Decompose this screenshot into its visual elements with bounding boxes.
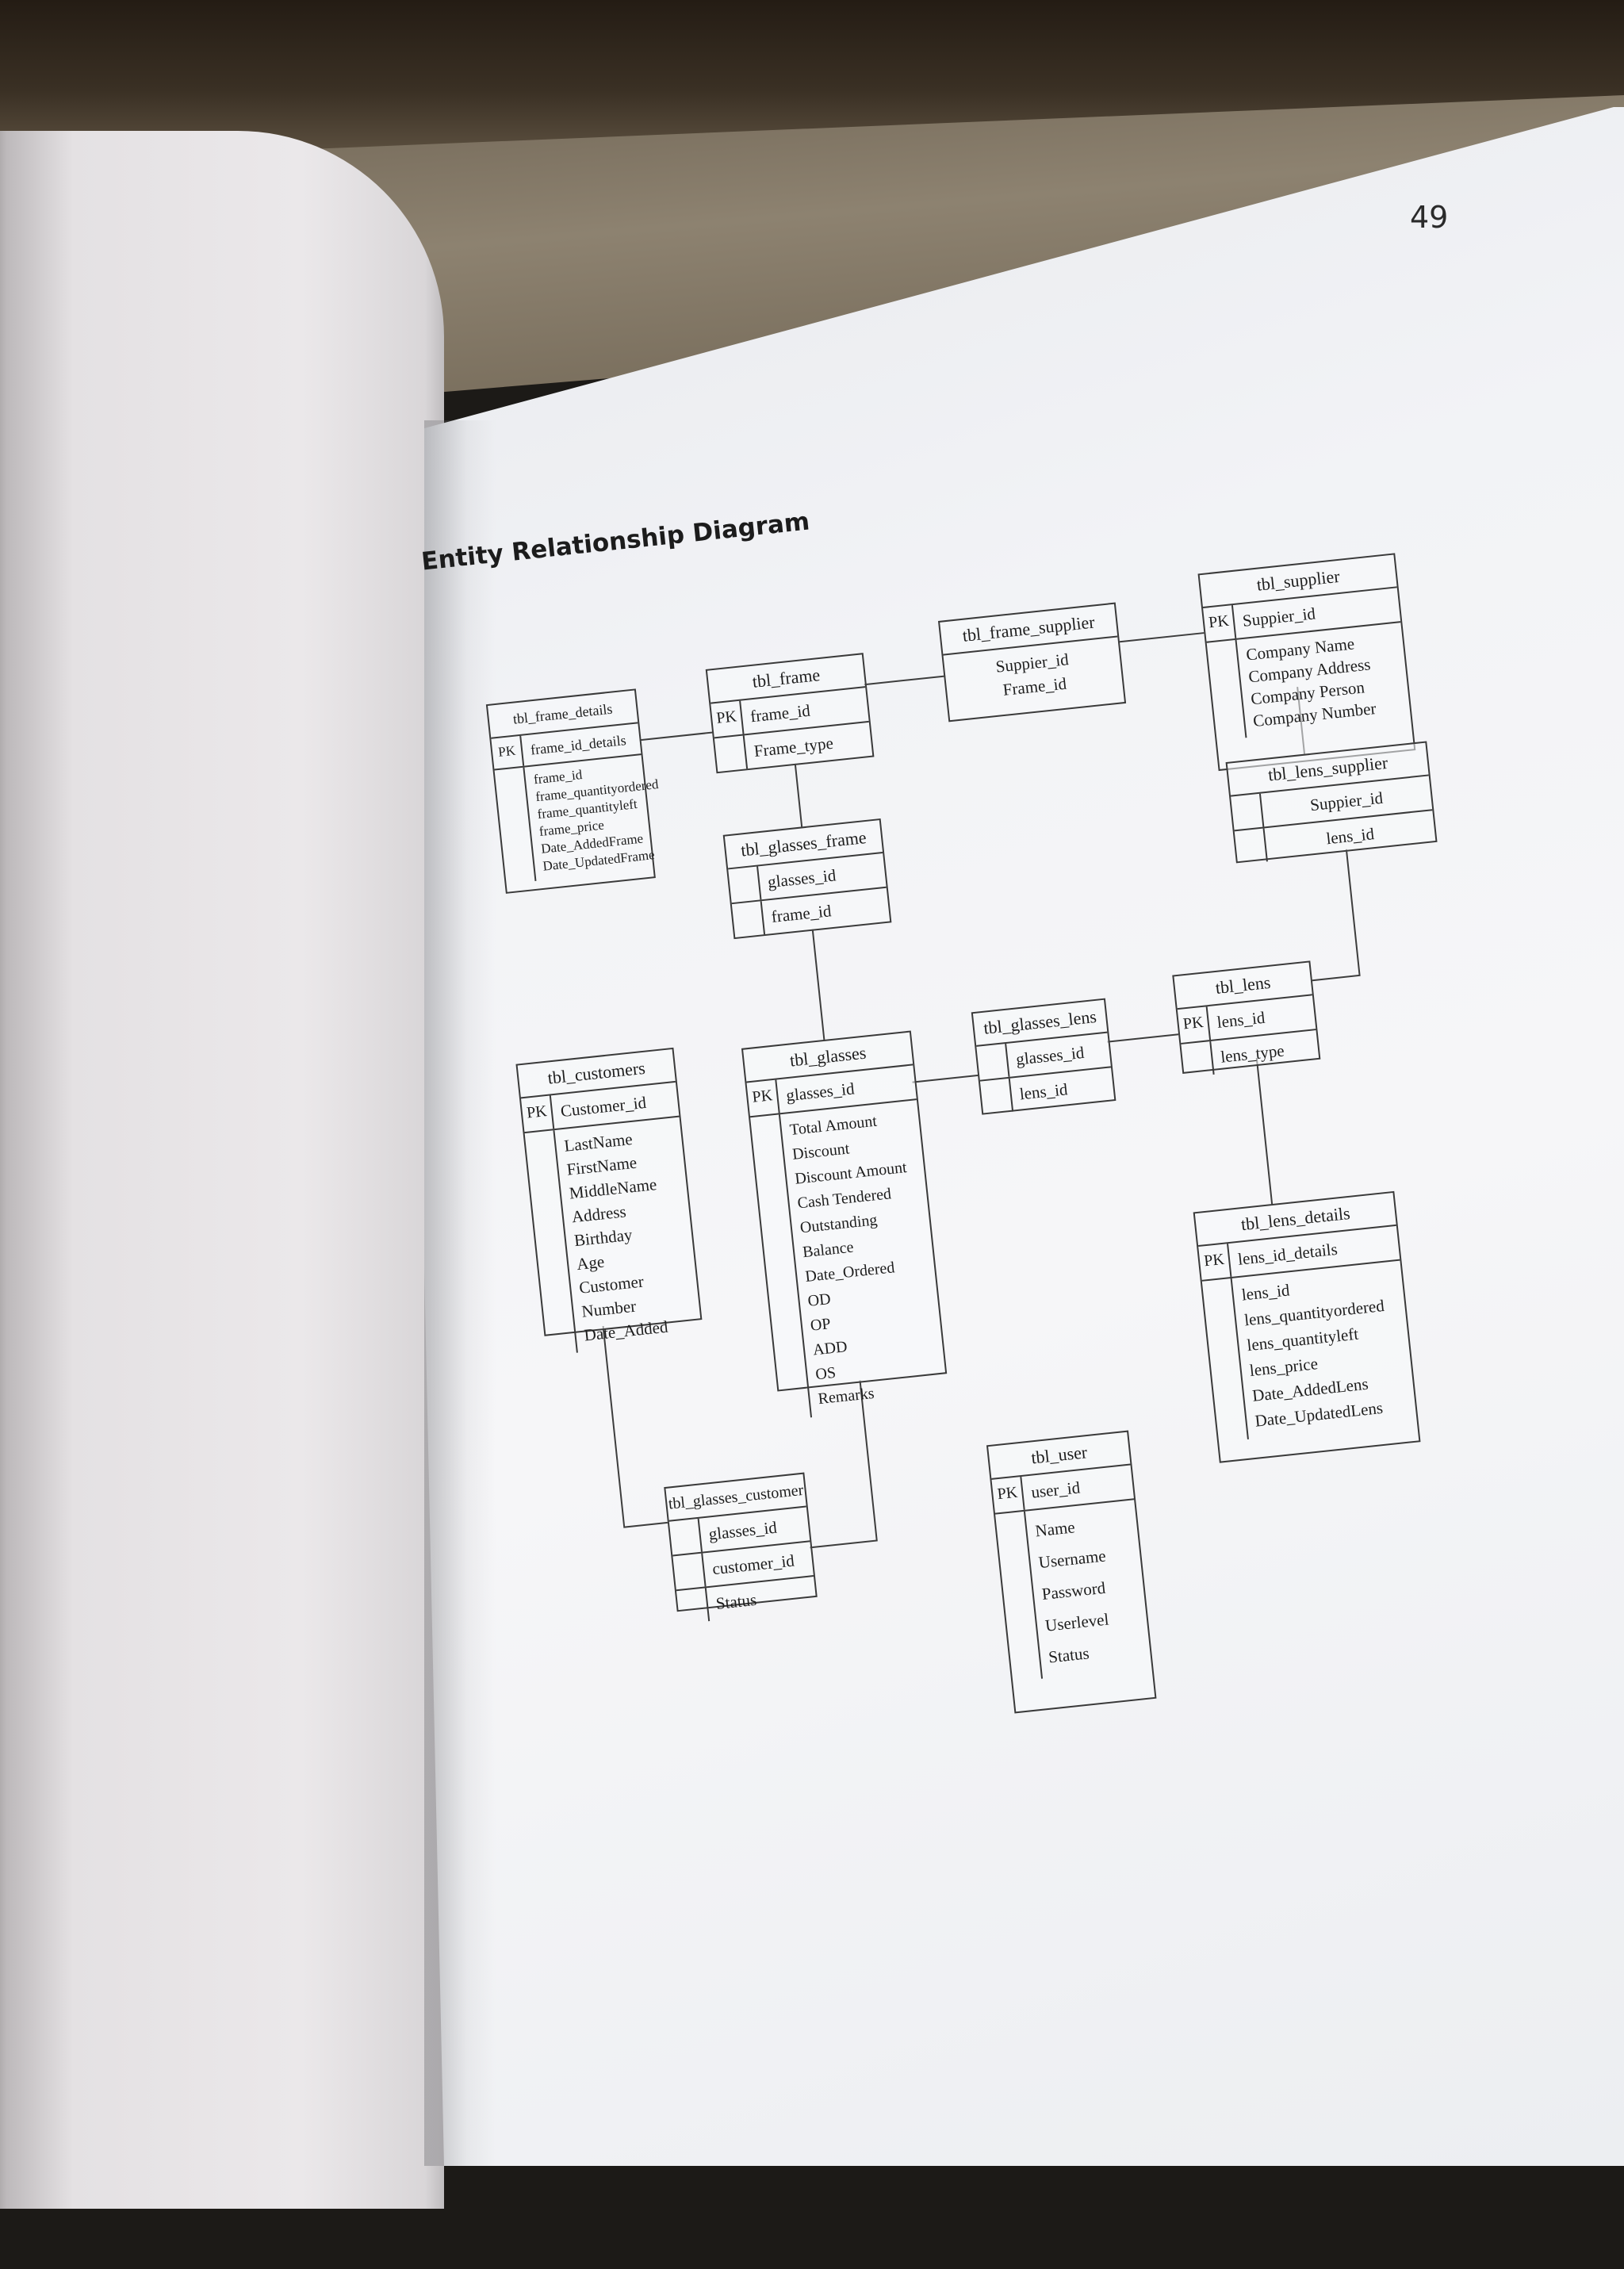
entity-user: tbl_user PK user_id Name Username Passwo…: [986, 1430, 1157, 1714]
entity-frame-supplier: tbl_frame_supplier Suppier_id Frame_id: [937, 602, 1127, 722]
pk-label: PK: [1203, 605, 1237, 642]
pk-label: PK: [491, 735, 525, 769]
entity-lens-details: tbl_lens_details PK lens_id_details lens…: [1193, 1190, 1421, 1463]
pk-label: PK: [1198, 1244, 1232, 1280]
pk-label: PK: [710, 700, 745, 738]
field-list: Name Username Password Userlevel Status: [1025, 1500, 1151, 1678]
page-number: 49: [1410, 200, 1449, 235]
entity-frame-details: tbl_frame_details PK frame_id_details fr…: [485, 688, 659, 894]
entity-lens: tbl_lens PK lens_id lens_type: [1172, 960, 1321, 1078]
rel-frame-frame-supplier: [864, 675, 946, 686]
entity-glasses: tbl_glasses PK glasses_id Total Amount D…: [741, 1030, 948, 1421]
entity-glasses-lens: tbl_glasses_lens glasses_id lens_id: [971, 998, 1116, 1115]
rel-frame-glasses-frame: [794, 763, 803, 829]
field-list: LastName FirstName MiddleName Address Bi…: [554, 1117, 703, 1353]
entity-glasses-customer: tbl_glasses_customer glasses_id customer…: [664, 1472, 818, 1625]
entity-frame: tbl_frame PK frame_id Frame_type: [705, 653, 875, 774]
rel-glasses-frame-glasses: [811, 929, 825, 1042]
pk-label: PK: [521, 1095, 555, 1133]
gutter-shadow: [424, 420, 496, 2166]
field-list: frame_id frame_quantityordered frame_qua…: [524, 753, 675, 881]
rel-glasses-glasses-customer: [810, 1380, 878, 1549]
field-list: Company Name Company Address Company Per…: [1237, 623, 1411, 738]
rel-lens-lens-details: [1255, 1057, 1274, 1205]
entity-supplier: tbl_supplier PK Suppier_id Company Name …: [1197, 553, 1416, 772]
entity-lens-supplier: tbl_lens_supplier Suppier_id lens_id: [1225, 741, 1438, 865]
entity-customers: tbl_customers PK Customer_id LastName Fi…: [515, 1047, 703, 1356]
pk-label: PK: [1177, 1006, 1212, 1043]
entity-glasses-frame: tbl_glasses_frame glasses_id frame_id: [722, 818, 892, 940]
rel-customers-glasses-customer: [602, 1325, 668, 1528]
pk-label: PK: [991, 1476, 1025, 1513]
rel-glasses-glasses-lens: [912, 1074, 980, 1083]
pk-label: PK: [746, 1079, 780, 1117]
rel-glasses-lens-lens: [1107, 1033, 1179, 1043]
rel-frame-details-frame: [639, 731, 714, 742]
rel-lens-supplier-lens: [1312, 849, 1361, 982]
left-page: [0, 131, 444, 2209]
field-list: lens_id lens_quantityordered lens_quanti…: [1232, 1261, 1417, 1439]
rel-frame-supplier-supplier: [1119, 632, 1205, 643]
